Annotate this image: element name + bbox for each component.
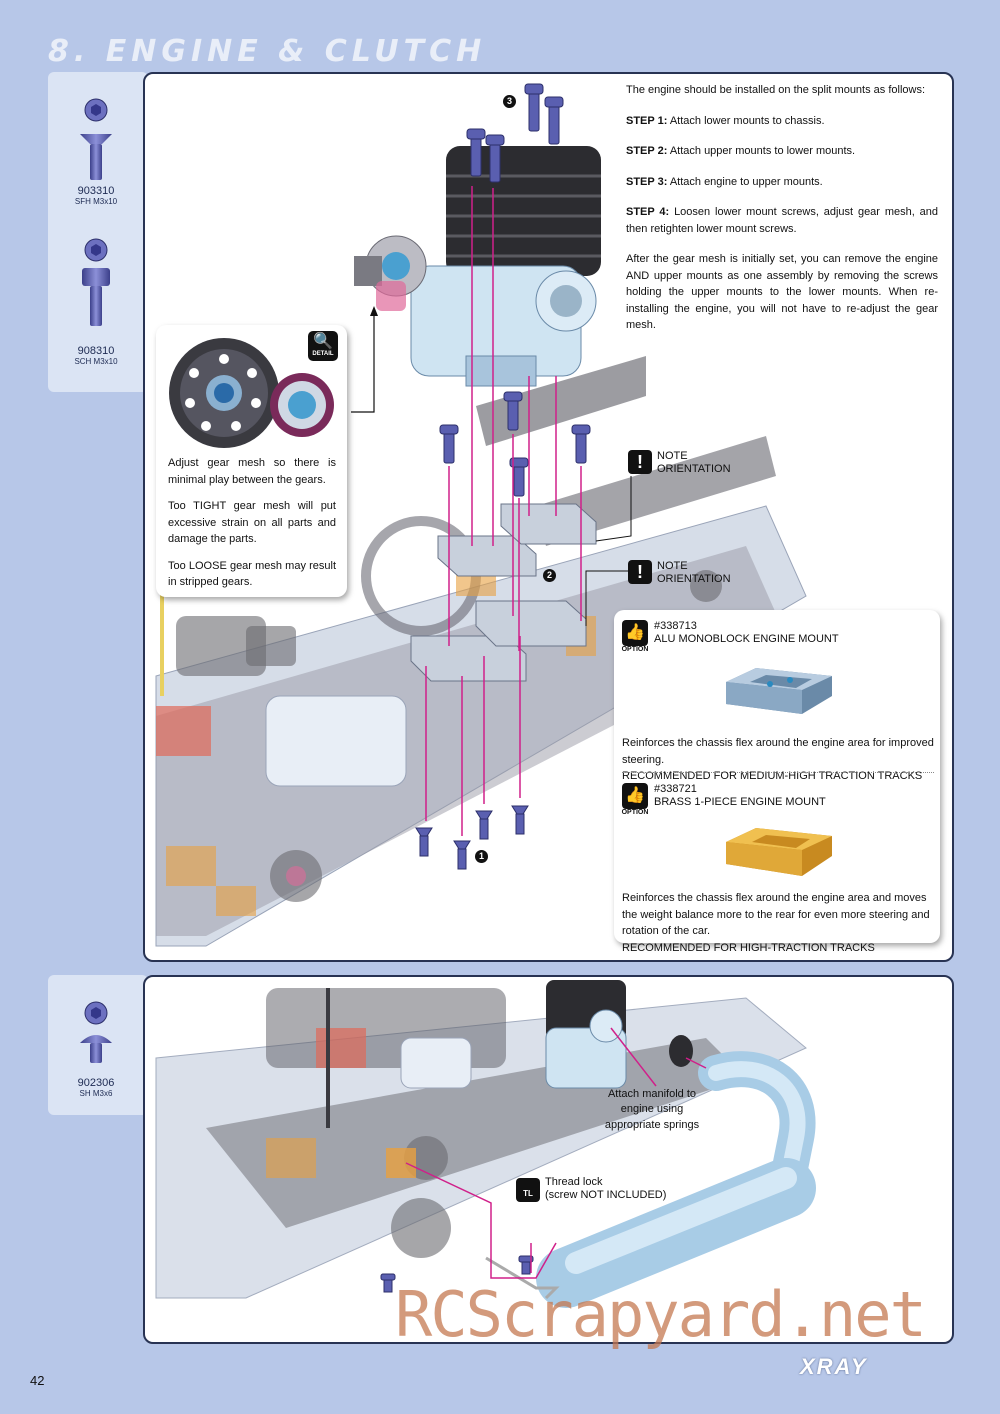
brass-mount-image: [726, 828, 832, 876]
instructions-intro: The engine should be installed on the sp…: [626, 84, 926, 96]
threadlock-icon: TL: [516, 1178, 540, 1202]
engine-mount-diagram: [146, 76, 946, 961]
step-2: STEP 2: Attach upper mounts to lower mou…: [626, 145, 856, 157]
screw-sh-icon: [72, 995, 120, 1072]
detail-icon-label: DETAIL: [312, 351, 334, 357]
thumbs-up-icon: 👍: [622, 620, 648, 646]
parts-sidebar-top: [48, 72, 148, 392]
gear-detail-illustration: [169, 338, 334, 448]
step-4: STEP 4: Loosen lower mount screws, adjus…: [626, 206, 938, 235]
detail-text: Adjust gear mesh so there is minimal pla…: [168, 455, 336, 591]
magnify-icon: 🔍: [308, 331, 338, 361]
manifold-instruction: Attach manifold to engine using appropri…: [604, 1088, 700, 1131]
detail-p1: Adjust gear mesh so there is minimal pla…: [168, 457, 336, 486]
section-title: 8. ENGINE & CLUTCH: [48, 34, 487, 69]
detail-p2: Too TIGHT gear mesh will put excessive s…: [168, 500, 336, 545]
page-number: 42: [30, 1373, 45, 1388]
alu-mount-image: [726, 668, 832, 714]
instructions-after: After the gear mesh is initially set, yo…: [626, 253, 938, 331]
gear-mesh-detail-box: 🔍 DETAIL Adjust gear mesh so there is mi…: [156, 325, 347, 597]
part-label-903310: 903310 SFH M3x10: [74, 185, 118, 206]
threadlock-note: Thread lock (screw NOT INCLUDED): [545, 1176, 667, 1202]
step-number-3: 3: [503, 95, 516, 108]
step-number-1: 1: [475, 850, 488, 863]
install-instructions: The engine should be installed on the sp…: [626, 82, 938, 334]
option-parts-box: 👍 OPTION #338713 ALU MONOBLOCK ENGINE MO…: [614, 610, 940, 954]
part-label-902306: 902306 SH M3x6: [77, 1077, 115, 1098]
watermark: RCScrapyard.net: [395, 1278, 927, 1351]
note-icon: !: [628, 560, 652, 584]
screw-sch-icon: [72, 232, 120, 337]
note-icon: !: [628, 450, 652, 474]
option-2-title: #338721 BRASS 1-PIECE ENGINE MOUNT: [654, 783, 826, 809]
option-label: OPTION: [621, 646, 649, 653]
option-1-desc: Reinforces the chassis flex around the e…: [622, 737, 934, 782]
option-2-desc: Reinforces the chassis flex around the e…: [622, 892, 930, 954]
option-label: OPTION: [621, 809, 649, 816]
detail-p3: Too LOOSE gear mesh may result in stripp…: [168, 559, 336, 589]
step-1: STEP 1: Attach lower mounts to chassis.: [626, 114, 825, 127]
brand-logo: XRAY: [800, 1354, 868, 1379]
option-divider: [622, 772, 934, 773]
exhaust-diagram: [146, 978, 946, 1341]
part-label-908310: 908310 SCH M3x10: [74, 345, 118, 366]
option-1-title: #338713 ALU MONOBLOCK ENGINE MOUNT: [654, 620, 839, 646]
screw-sfh-icon: [72, 92, 120, 189]
thumbs-up-icon: 👍: [622, 783, 648, 809]
step-number-2: 2: [543, 569, 556, 582]
step-3: STEP 3: Attach engine to upper mounts.: [626, 175, 823, 188]
